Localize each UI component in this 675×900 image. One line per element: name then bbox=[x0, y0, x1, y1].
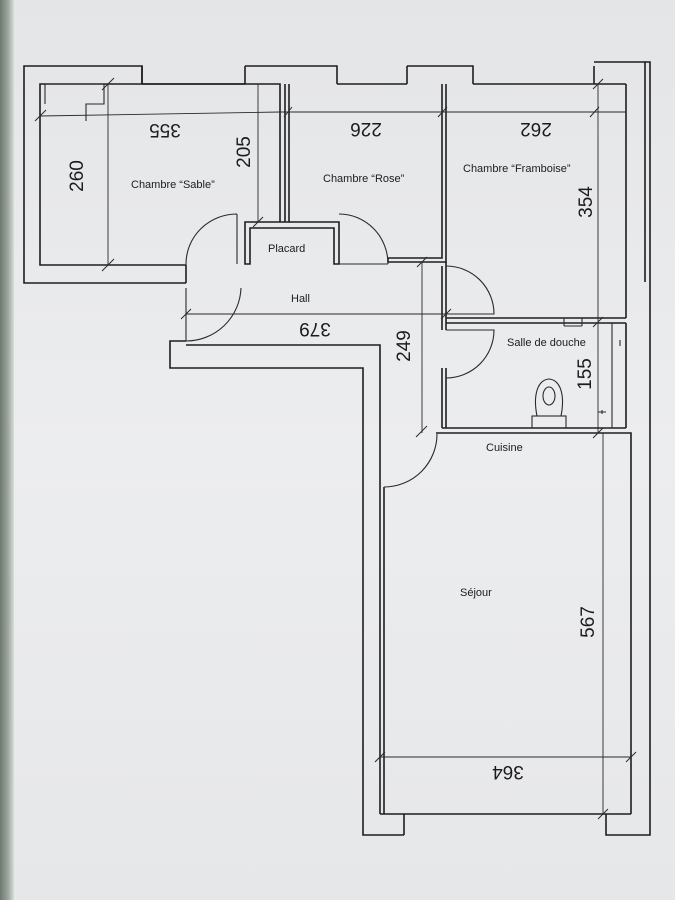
dim-sable-width: 355 bbox=[149, 119, 181, 140]
label-chambre-framboise: Chambre “Framboise” bbox=[463, 163, 571, 175]
dim-hall-width: 379 bbox=[299, 318, 331, 339]
dim-douche-height: 155 bbox=[575, 358, 596, 390]
dim-framboise-width: 262 bbox=[520, 118, 552, 139]
dim-sable-wall: 205 bbox=[234, 136, 255, 168]
toilet-icon bbox=[531, 378, 567, 429]
paper-sheet bbox=[14, 0, 675, 900]
dim-rose-width: 226 bbox=[350, 118, 382, 139]
dim-framboise-height: 354 bbox=[576, 186, 597, 218]
label-salle-de-douche: Salle de douche bbox=[507, 337, 586, 349]
dim-sejour-width: 364 bbox=[492, 761, 524, 782]
label-chambre-rose: Chambre “Rose” bbox=[323, 173, 405, 185]
dim-hall-height: 249 bbox=[394, 330, 415, 362]
label-chambre-sable: Chambre “Sable” bbox=[131, 179, 215, 191]
dimension-labels: 355 260 205 226 262 354 379 249 155 567 … bbox=[67, 118, 599, 782]
room-labels: Chambre “Sable” Chambre “Rose” Chambre “… bbox=[131, 163, 586, 599]
dim-sable-height: 260 bbox=[67, 160, 88, 192]
dimension-lines bbox=[34, 77, 637, 820]
dim-sejour-height: 567 bbox=[578, 606, 599, 638]
photo-background-edge bbox=[0, 0, 14, 900]
label-hall: Hall bbox=[291, 293, 310, 305]
label-sejour: Séjour bbox=[460, 587, 492, 599]
doors bbox=[185, 213, 495, 488]
interior-walls bbox=[244, 84, 626, 434]
label-cuisine: Cuisine bbox=[486, 442, 523, 454]
label-placard: Placard bbox=[268, 243, 305, 255]
outer-walls bbox=[23, 61, 651, 836]
